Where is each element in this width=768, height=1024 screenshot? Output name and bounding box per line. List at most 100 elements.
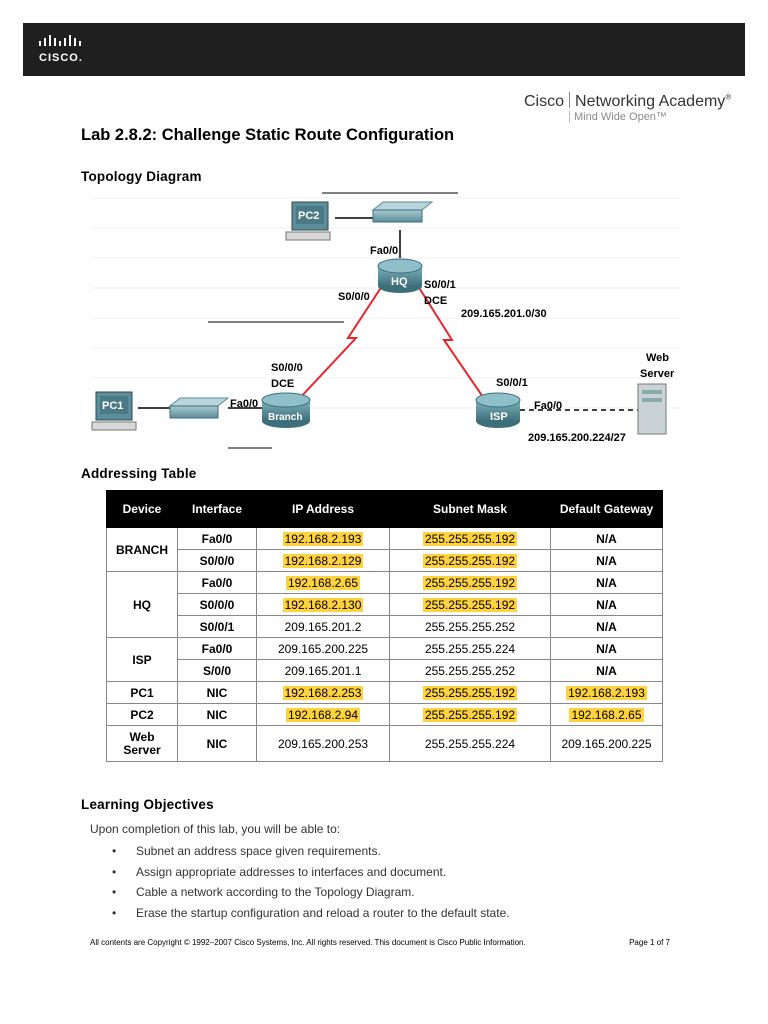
brand-mark: ® [725,92,732,102]
cell-gateway-value: N/A [596,619,617,634]
cell-mask: 255.255.255.192 [389,681,551,704]
cell-interface: NIC [177,681,257,704]
copyright-text: All contents are Copyright © 1992–2007 C… [90,938,526,947]
col-mask: Subnet Mask [389,490,551,528]
cell-mask-value: 255.255.255.192 [422,575,518,590]
web-label-1: Web [646,352,669,364]
topology-heading: Topology Diagram [81,169,202,184]
cell-interface: S0/0/1 [177,615,257,638]
hq-dce-label: DCE [424,295,447,307]
cell-interface: S0/0/0 [177,549,257,572]
cell-mask: 255.255.255.192 [389,527,551,550]
cell-mask: 255.255.255.192 [389,549,551,572]
router-isp-icon: ISP [475,392,521,428]
cell-ip-value: 192.168.2.193 [282,531,364,546]
cell-interface: Fa0/0 [177,571,257,594]
cell-ip: 192.168.2.129 [256,549,390,572]
objectives-intro: Upon completion of this lab, you will be… [90,822,341,836]
objectives-heading: Learning Objectives [81,797,214,812]
topology-diagram: PC2 HQ PC1 Branch ISP [90,192,680,449]
cell-gateway-value: N/A [596,553,617,568]
brand-cisco: Cisco [524,93,565,110]
branch-s000-label: S0/0/0 [271,362,303,374]
cell-mask-value: 255.255.255.192 [422,531,518,546]
cell-mask: 255.255.255.224 [389,725,551,762]
branch-fa-label: Fa0/0 [230,398,258,410]
cell-interface: NIC [177,703,257,726]
cell-ip: 192.168.2.253 [256,681,390,704]
list-item: Erase the startup configuration and relo… [108,906,510,927]
cell-gateway: 209.165.200.225 [550,725,663,762]
list-item: Subnet an address space given requiremen… [108,844,510,865]
cell-ip-value: 209.165.200.253 [277,736,369,751]
table-row: S0/0/0 192.168.2.130 255.255.255.192 N/A [107,593,663,616]
cell-mask-value: 255.255.255.192 [422,707,518,722]
cell-mask: 255.255.255.192 [389,571,551,594]
cell-interface: Fa0/0 [177,527,257,550]
cell-device: PC2 [106,703,178,726]
page-number: Page 1 of 7 [629,938,670,947]
switch-top-icon [371,201,434,223]
logo-text: CISCO. [39,52,83,64]
cell-mask-value: 255.255.255.192 [422,553,518,568]
cell-ip-value: 192.168.2.65 [285,575,361,590]
cell-gateway: N/A [550,527,663,550]
col-interface: Interface [177,490,257,528]
cell-interface: S/0/0 [177,659,257,682]
isp-s001-label: S0/0/1 [496,377,528,389]
cell-mask: 255.255.255.192 [389,593,551,616]
cell-gateway-value: N/A [596,663,617,678]
svg-text:PC2: PC2 [298,210,319,222]
pc1-icon: PC1 [91,391,137,431]
cell-mask: 255.255.255.224 [389,637,551,660]
objectives-list: Subnet an address space given requiremen… [108,844,510,926]
cell-mask-value: 255.255.255.224 [424,641,516,656]
serial-link-branch-hq [297,285,383,401]
cell-ip-value: 209.165.201.2 [284,619,362,634]
col-gateway: Default Gateway [550,490,663,528]
cell-interface: Fa0/0 [177,637,257,660]
cell-device: ISP [106,637,178,682]
serial-link-hq-isp [417,285,486,401]
cell-ip-value: 192.168.2.129 [282,553,364,568]
cell-gateway: 192.168.2.65 [550,703,663,726]
list-item: Cable a network according to the Topolog… [108,885,510,906]
cell-ip-value: 192.168.2.253 [282,685,364,700]
cell-device: HQ [106,571,178,638]
cell-gateway: N/A [550,593,663,616]
cell-ip-value: 209.165.200.225 [277,641,369,656]
cell-gateway: N/A [550,549,663,572]
svg-text:ISP: ISP [490,411,508,423]
cell-ip: 192.168.2.94 [256,703,390,726]
cell-gateway-value: 209.165.200.225 [561,736,652,751]
page-footer: All contents are Copyright © 1992–2007 C… [90,938,670,947]
cell-gateway: N/A [550,637,663,660]
cell-interface: S0/0/0 [177,593,257,616]
cell-gateway: N/A [550,615,663,638]
list-item: Assign appropriate addresses to interfac… [108,865,510,886]
cell-ip: 192.168.2.65 [256,571,390,594]
hq-s000-label: S0/0/0 [338,291,370,303]
svg-text:Branch: Branch [268,412,302,423]
cell-ip-value: 192.168.2.130 [282,597,364,612]
brand-academy: Networking Academy [575,93,726,110]
col-device: Device [106,490,178,528]
cisco-logo: CISCO. [39,35,83,64]
cell-gateway: 192.168.2.193 [550,681,663,704]
cell-ip: 209.165.200.253 [256,725,390,762]
addressing-heading: Addressing Table [81,466,197,481]
header-bar [23,23,745,76]
cell-mask: 255.255.255.252 [389,659,551,682]
cell-gateway-value: N/A [596,597,617,612]
isp-fa-label: Fa0/0 [534,400,562,412]
cell-gateway-value: 192.168.2.65 [569,707,644,722]
net-201-label: 209.165.201.0/30 [461,308,547,320]
svg-text:HQ: HQ [391,276,408,288]
cell-gateway: N/A [550,571,663,594]
